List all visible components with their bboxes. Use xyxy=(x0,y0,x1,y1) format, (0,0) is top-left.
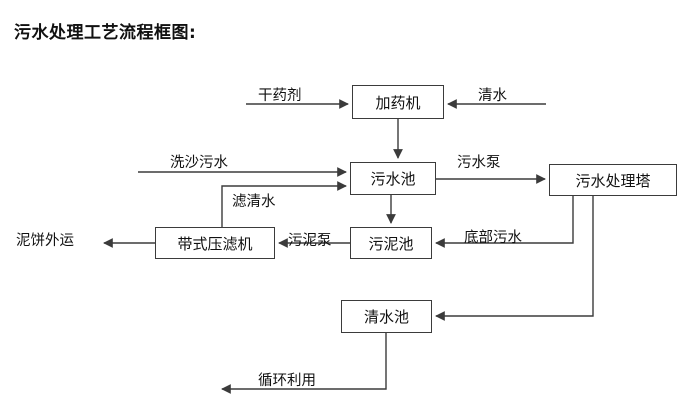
edge-label-wastewater-pump: 污水泵 xyxy=(457,155,501,171)
node-clear-water-pool[interactable]: 清水池 xyxy=(341,300,432,333)
edge-label-recycle-reuse: 循环利用 xyxy=(258,373,316,389)
edge-label-clean-water: 清水 xyxy=(478,88,507,104)
edge-label-sand-wash-wastewater: 洗沙污水 xyxy=(170,155,228,171)
node-label: 污泥池 xyxy=(368,234,414,253)
edge-label-mud-cake-transport: 泥饼外运 xyxy=(16,233,74,249)
node-belt-filter-press[interactable]: 带式压滤机 xyxy=(155,227,275,259)
node-label: 污水处理塔 xyxy=(575,171,651,190)
node-label: 加药机 xyxy=(375,93,421,112)
node-label: 带式压滤机 xyxy=(177,234,253,253)
connector-tower-to-sludge-pool xyxy=(435,196,574,248)
connector-clear-water-pool-to-recycle xyxy=(221,333,387,394)
node-dosing-machine[interactable]: 加药机 xyxy=(352,85,444,119)
page-title: 污水处理工艺流程框图: xyxy=(14,23,197,43)
connector-tower-to-clear-water-pool xyxy=(435,196,594,321)
node-treatment-tower[interactable]: 污水处理塔 xyxy=(549,164,677,196)
edge-label-dry-chemical: 干药剂 xyxy=(258,88,302,104)
node-label: 清水池 xyxy=(363,308,409,326)
edge-label-sludge-pump: 污泥泵 xyxy=(288,233,332,249)
node-sludge-pool[interactable]: 污泥池 xyxy=(350,227,432,259)
edge-label-filtered-clear-water: 滤清水 xyxy=(232,194,276,210)
connector-filtered-water-to-wastewater-pool xyxy=(221,181,347,227)
node-wastewater-pool[interactable]: 污水池 xyxy=(350,162,436,195)
edge-label-bottom-wastewater: 底部污水 xyxy=(464,230,522,246)
node-label: 污水池 xyxy=(370,170,416,188)
